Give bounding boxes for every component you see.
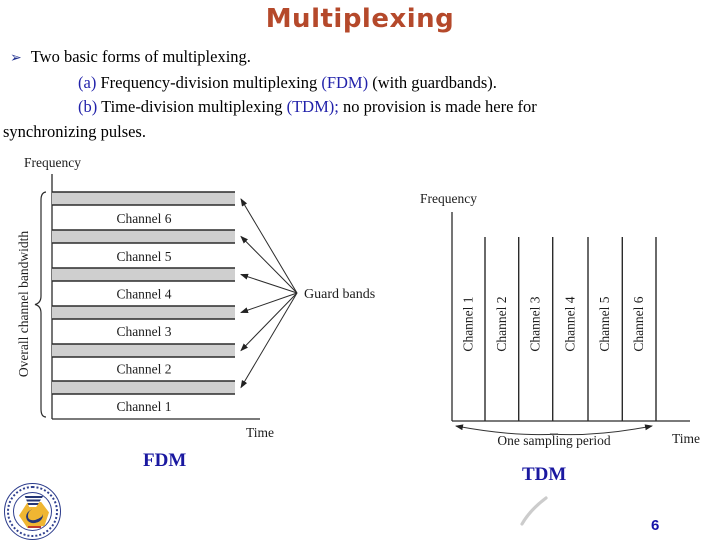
intro-line2-a: (a) xyxy=(78,72,97,92)
swoosh-decoration xyxy=(520,496,548,526)
bandwidth-brace xyxy=(34,191,47,418)
tdm-channel-3-label: Channel 3 xyxy=(528,296,543,351)
tdm-slot-dividers xyxy=(484,237,657,421)
tdm-diagram: Frequency Channel 1 Channel 2 Channel 3 … xyxy=(420,191,700,448)
guard-bands-label: Guard bands xyxy=(304,287,375,302)
intro-line3-a: (b) xyxy=(78,97,98,116)
intro-line-1: ➢ Two basic forms of multiplexing. xyxy=(3,45,715,71)
fdm-channel-5-label: Channel 5 xyxy=(116,249,171,264)
fdm-channel-2-label: Channel 2 xyxy=(116,362,171,377)
fdm-channel-6-label: Channel 6 xyxy=(116,211,171,226)
fdm-diagram: Frequency Overall channel bandwidth Chan… xyxy=(16,155,375,440)
bullet-arrow-icon: ➢ xyxy=(10,50,22,66)
university-logo-seal xyxy=(4,483,61,540)
intro-line2-c: (FDM) xyxy=(321,72,369,92)
fdm-channel-1-label: Channel 1 xyxy=(116,399,171,414)
intro-line3-d: no provision is made here for xyxy=(338,97,537,116)
tdm-channel-5-label: Channel 5 xyxy=(597,296,612,351)
logo-stripes-emblem xyxy=(24,496,44,507)
slide-title: Multiplexing xyxy=(265,4,455,34)
sampling-period-arrows xyxy=(455,424,653,436)
intro-line4-text: synchronizing pulses. xyxy=(3,121,146,141)
tdm-caption: TDM xyxy=(522,464,567,485)
fdm-bandwidth-label: Overall channel bandwidth xyxy=(16,231,31,377)
fdm-channel-4-label: Channel 4 xyxy=(116,287,171,302)
tdm-channel-6-label: Channel 6 xyxy=(631,296,646,351)
tdm-channel-2-label: Channel 2 xyxy=(494,296,509,351)
tdm-channel-4-label: Channel 4 xyxy=(562,296,577,351)
guard-band-strips xyxy=(52,191,235,395)
intro-text: ➢ Two basic forms of multiplexing. (a) Fr… xyxy=(3,45,715,144)
guard-band-arrows xyxy=(240,198,298,389)
intro-line2-d: (with guardbands). xyxy=(368,72,497,92)
intro-line-3: (b) Time-division multiplexing (TDM); no… xyxy=(3,95,715,120)
sampling-period-label: One sampling period xyxy=(497,433,610,448)
intro-line-4: synchronizing pulses. xyxy=(3,120,715,145)
page-number: 6 xyxy=(651,517,660,534)
tdm-time-axis-label: Time xyxy=(672,431,700,446)
tdm-channel-labels: Channel 1 Channel 2 Channel 3 Channel 4 … xyxy=(461,296,647,351)
tdm-frequency-axis-label: Frequency xyxy=(420,191,477,206)
intro-line2-b: Frequency-division multiplexing xyxy=(96,72,322,92)
fdm-time-axis-label: Time xyxy=(246,425,274,440)
fdm-channel-3-label: Channel 3 xyxy=(116,324,171,339)
intro-line3-b: Time-division multiplexing xyxy=(97,97,287,116)
fdm-frequency-axis-label: Frequency xyxy=(24,155,81,170)
logo-red-text-line xyxy=(28,526,41,528)
fdm-channel-labels: Channel 6 Channel 5 Channel 4 Channel 3 … xyxy=(116,211,171,414)
intro-line-2: (a) Frequency-division multiplexing (FDM… xyxy=(3,71,715,96)
intro-line1-text: Two basic forms of multiplexing. xyxy=(30,47,251,66)
tdm-channel-1-label: Channel 1 xyxy=(461,296,476,351)
fdm-caption: FDM xyxy=(143,450,187,471)
intro-line3-c: (TDM); xyxy=(286,97,339,116)
logo-text-ring xyxy=(7,486,58,537)
logo-inner-circle xyxy=(13,492,52,531)
